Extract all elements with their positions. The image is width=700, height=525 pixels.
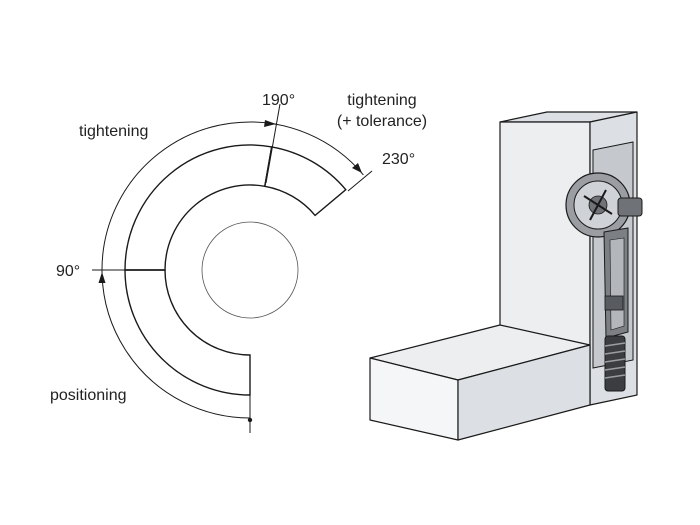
- label-190-degrees: 190°: [262, 92, 295, 109]
- label-230-degrees: 230°: [382, 151, 415, 168]
- label-90-degrees: 90°: [56, 263, 80, 280]
- arrow-at-190-icon: [264, 120, 276, 127]
- label-positioning: positioning: [50, 387, 127, 404]
- positioning-segment: [124, 269, 251, 396]
- vertical-panel-front: [499, 121, 591, 346]
- tolerance-segment: [263, 146, 347, 217]
- arrow-at-230-icon: [352, 163, 362, 173]
- label-tightening-tolerance-line2: (+ tolerance): [337, 113, 427, 130]
- label-tightening-tolerance-line1: tightening: [347, 92, 416, 109]
- tick-190-line: [265, 103, 281, 184]
- inner-reference-circle: [201, 221, 299, 319]
- tick-230-line: [347, 170, 373, 192]
- connector-cam-icon: [565, 172, 643, 238]
- dimension-arc: [101, 121, 364, 419]
- connector-dowel-icon: [604, 335, 626, 392]
- tick-0-dot: [247, 417, 253, 423]
- horizontal-panel-side: [457, 344, 591, 441]
- cabinet-connector-illustration: [369, 111, 643, 441]
- label-tightening: tightening: [79, 123, 148, 140]
- rotation-angle-diagram: 190° 230° 90° tightening tightening (+ t…: [50, 92, 427, 433]
- connector-bolt-icon: [603, 227, 629, 339]
- arrow-at-90-icon: [98, 272, 106, 283]
